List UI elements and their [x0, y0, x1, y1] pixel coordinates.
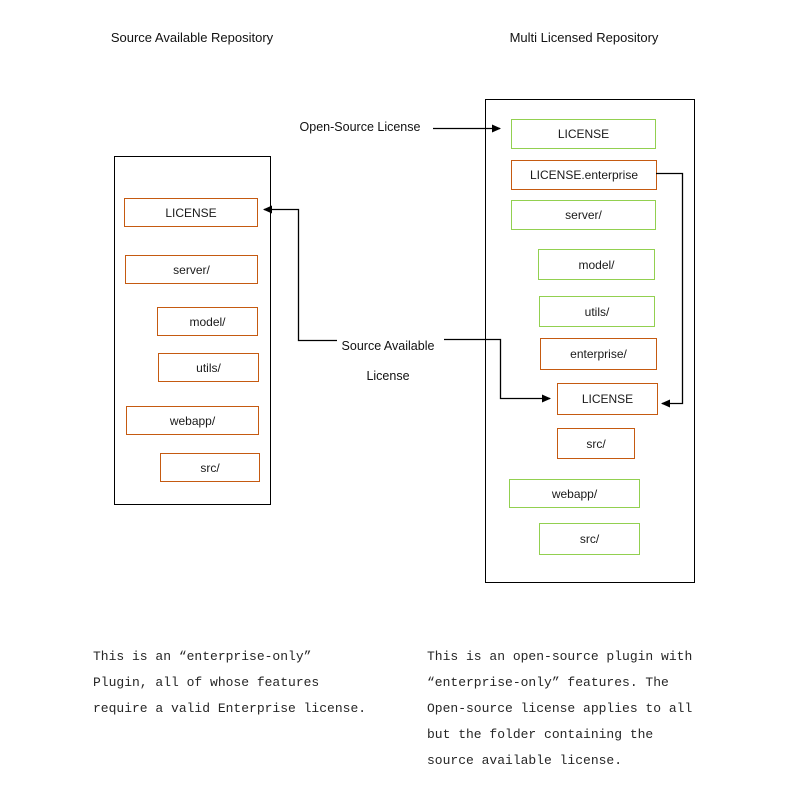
source-available-license-arrow-right [444, 338, 551, 403]
right-folder-box-enterprise: enterprise/ [540, 338, 657, 370]
right-folder-box-src-webapp: src/ [539, 523, 640, 555]
right-folder-box-utils: utils/ [539, 296, 655, 327]
source-available-repo-box [114, 156, 271, 505]
right-folder-box-webapp: webapp/ [509, 479, 640, 508]
right-folder-box-src-enterprise: src/ [557, 428, 635, 459]
right-file-box-license-open-source: LICENSE [511, 119, 656, 149]
source-available-license-label: Source Available License [330, 331, 446, 391]
right-folder-box-model: model/ [538, 249, 655, 280]
left-repo-note: This is an “enterprise-only” Plugin, all… [93, 649, 367, 716]
left-folder-box-utils: utils/ [158, 353, 259, 382]
multi-licensed-repo-box [485, 99, 695, 583]
left-file-box-license: LICENSE [124, 198, 258, 227]
open-source-license-label: Open-Source License [299, 120, 421, 134]
source-available-license-arrow-left [263, 205, 337, 342]
enterprise-license-arrow [656, 172, 684, 408]
left-folder-box-src: src/ [160, 453, 260, 482]
right-repo-note: This is an open-source plugin with “ente… [427, 649, 693, 768]
right-repo-title: Multi Licensed Repository [509, 30, 659, 45]
left-folder-box-webapp: webapp/ [126, 406, 259, 435]
left-folder-box-server: server/ [125, 255, 258, 284]
left-folder-box-model: model/ [157, 307, 258, 336]
source-available-license-label-line2: License [366, 369, 410, 383]
right-file-box-license-enterprise: LICENSE.enterprise [511, 160, 657, 190]
right-folder-box-server: server/ [511, 200, 656, 230]
source-available-license-label-line1: Source Available [341, 339, 435, 353]
right-file-box-license-source-available: LICENSE [557, 383, 658, 415]
left-repo-title: Source Available Repository [110, 30, 274, 45]
